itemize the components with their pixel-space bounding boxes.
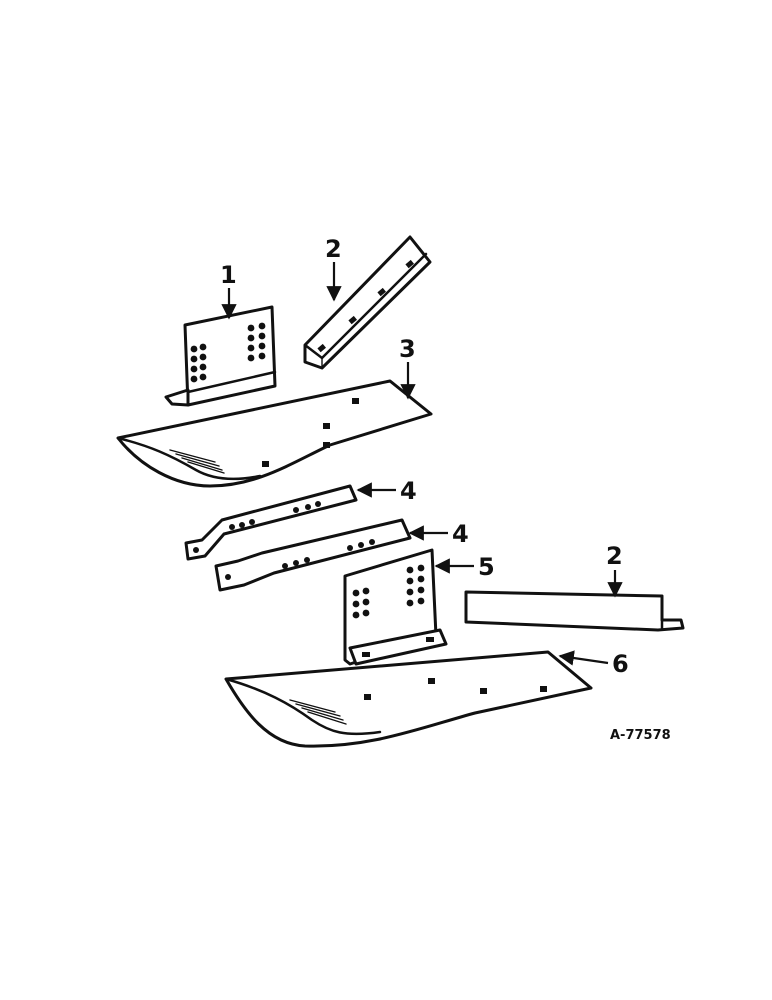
- part-2-angle-bar-lower: [464, 590, 685, 632]
- part-2-angle-bar-upper: [303, 235, 432, 370]
- callout-5: 5: [478, 553, 495, 581]
- part-5-plate-bracket: [343, 548, 448, 666]
- callout-4-lower: 4: [452, 520, 469, 548]
- callout-1: 1: [220, 261, 237, 289]
- callout-3: 3: [399, 335, 416, 363]
- callout-6: 6: [612, 650, 629, 678]
- part-3-skid-shoe: [116, 379, 433, 488]
- callout-labels: 1 2 3 4 4 5 2 6 A-77578: [220, 235, 671, 743]
- callout-2-upper: 2: [325, 235, 342, 263]
- part-4-strap-upper: [184, 484, 358, 561]
- callout-2-lower: 2: [606, 542, 623, 570]
- callout-4-upper: 4: [400, 477, 417, 505]
- part-1-plate-bracket: [164, 305, 277, 407]
- drawing-reference: A-77578: [610, 728, 671, 743]
- leader-lines: [221, 262, 623, 666]
- part-6-skid-shoe: [224, 650, 593, 748]
